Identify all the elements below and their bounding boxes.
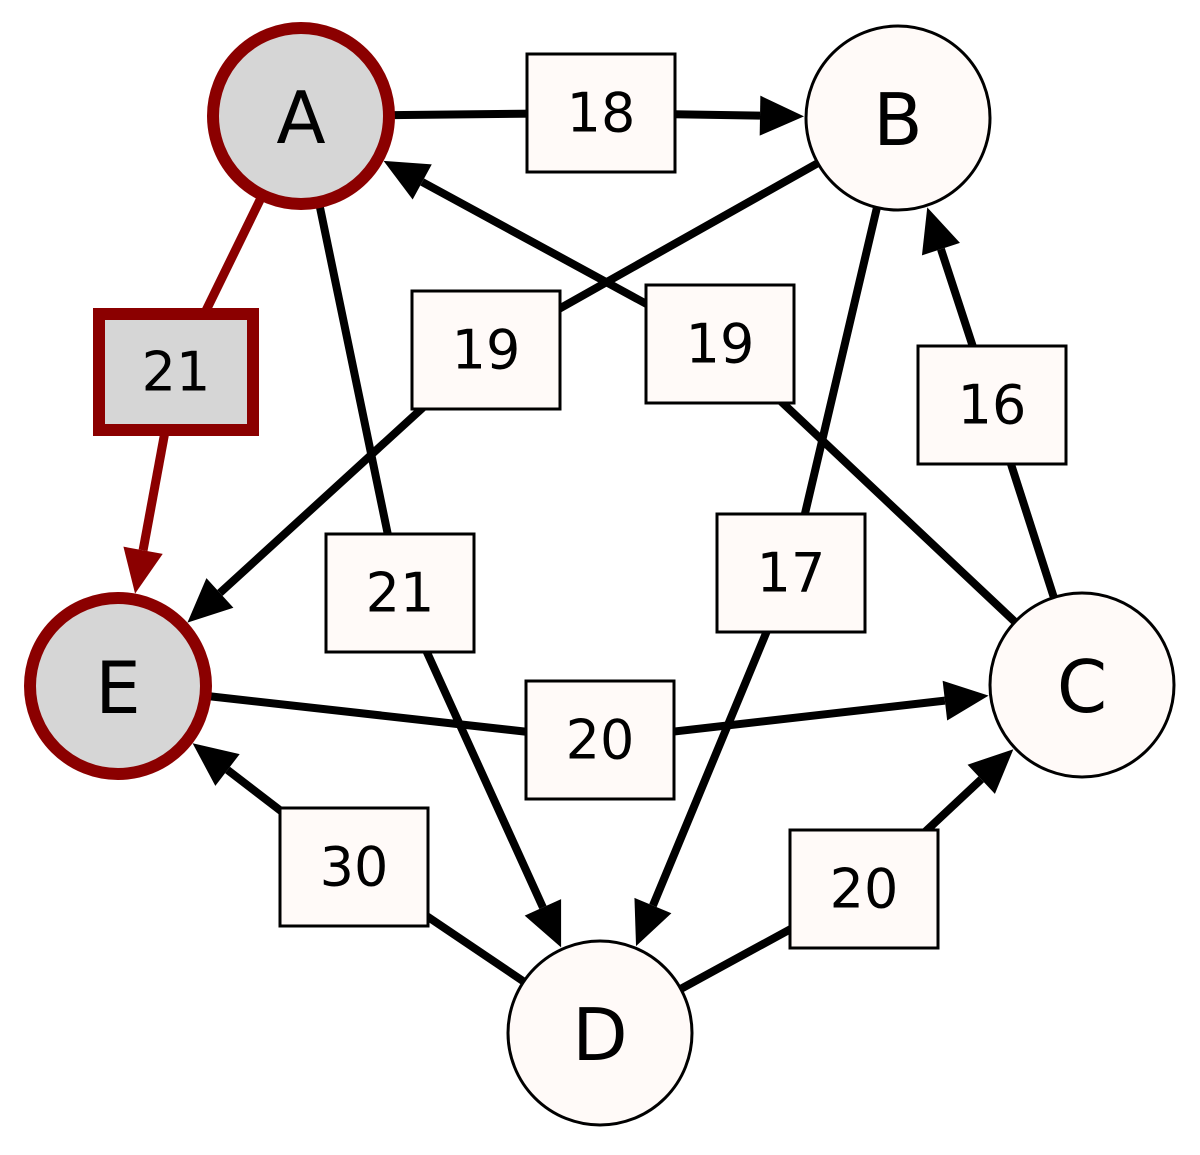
weight-label: 20 [566, 709, 635, 772]
arrowhead [634, 897, 672, 947]
arrowhead [921, 207, 960, 256]
edge-segment-start [315, 205, 404, 594]
arrowhead [942, 680, 989, 721]
node-circle [988, 591, 1176, 779]
weight-box [715, 512, 867, 634]
weight-box [324, 532, 476, 654]
node-c[interactable]: C [988, 591, 1176, 779]
weight-label: 21 [142, 341, 211, 404]
node-circle [207, 22, 395, 210]
weight-label: 16 [958, 374, 1027, 437]
edge-weight-d-e: 30 [278, 806, 430, 928]
arrowhead [383, 160, 432, 200]
edge-weight-b-e: 19 [410, 289, 562, 411]
arrowhead [123, 546, 163, 594]
weight-box [644, 283, 796, 405]
weight-box [788, 828, 940, 950]
arrowhead [967, 749, 1014, 794]
node-label: B [873, 78, 922, 162]
edge-segment-start [787, 206, 881, 574]
weight-box [278, 806, 430, 928]
arrowhead [192, 743, 240, 786]
node-label: E [95, 646, 141, 730]
arrowhead [524, 899, 562, 948]
node-circle [24, 592, 212, 780]
weight-box [93, 308, 259, 436]
edge-weight-a-b: 18 [525, 52, 677, 174]
node-b[interactable]: B [804, 24, 992, 212]
weight-label: 18 [567, 82, 636, 145]
edge-weight-b-d: 17 [715, 512, 867, 634]
weight-box [410, 289, 562, 411]
node-circle [804, 24, 992, 212]
edge-weight-e-c: 20 [524, 679, 676, 801]
node-a[interactable]: A [207, 22, 395, 210]
weight-label: 21 [366, 562, 435, 625]
node-label: D [572, 993, 627, 1077]
weight-label: 20 [830, 858, 899, 921]
weight-box [525, 52, 677, 174]
node-label: A [276, 76, 325, 160]
edge-weight-c-b: 16 [916, 344, 1068, 466]
nodes-layer: A B C D E [24, 22, 1176, 1127]
weight-label: 17 [757, 542, 826, 605]
arrowhead [759, 95, 805, 136]
node-e[interactable]: E [24, 592, 212, 780]
edge-weight-c-a: 19 [644, 283, 796, 405]
edge-weight-a-d: 21 [324, 532, 476, 654]
weight-label: 19 [452, 319, 521, 382]
node-label: C [1057, 645, 1107, 729]
weight-box [524, 679, 676, 801]
arrowhead [187, 578, 234, 623]
edge-weight-a-e: 21 [93, 308, 259, 436]
weight-box [916, 344, 1068, 466]
node-circle [506, 939, 694, 1127]
edge-weight-d-c: 20 [788, 828, 940, 950]
weight-label: 19 [686, 313, 755, 376]
weight-label: 30 [320, 836, 389, 899]
node-d[interactable]: D [506, 939, 694, 1127]
edge-labels-layer: 18 21 21 19 19 16 17 20 30 20 [93, 52, 1068, 950]
